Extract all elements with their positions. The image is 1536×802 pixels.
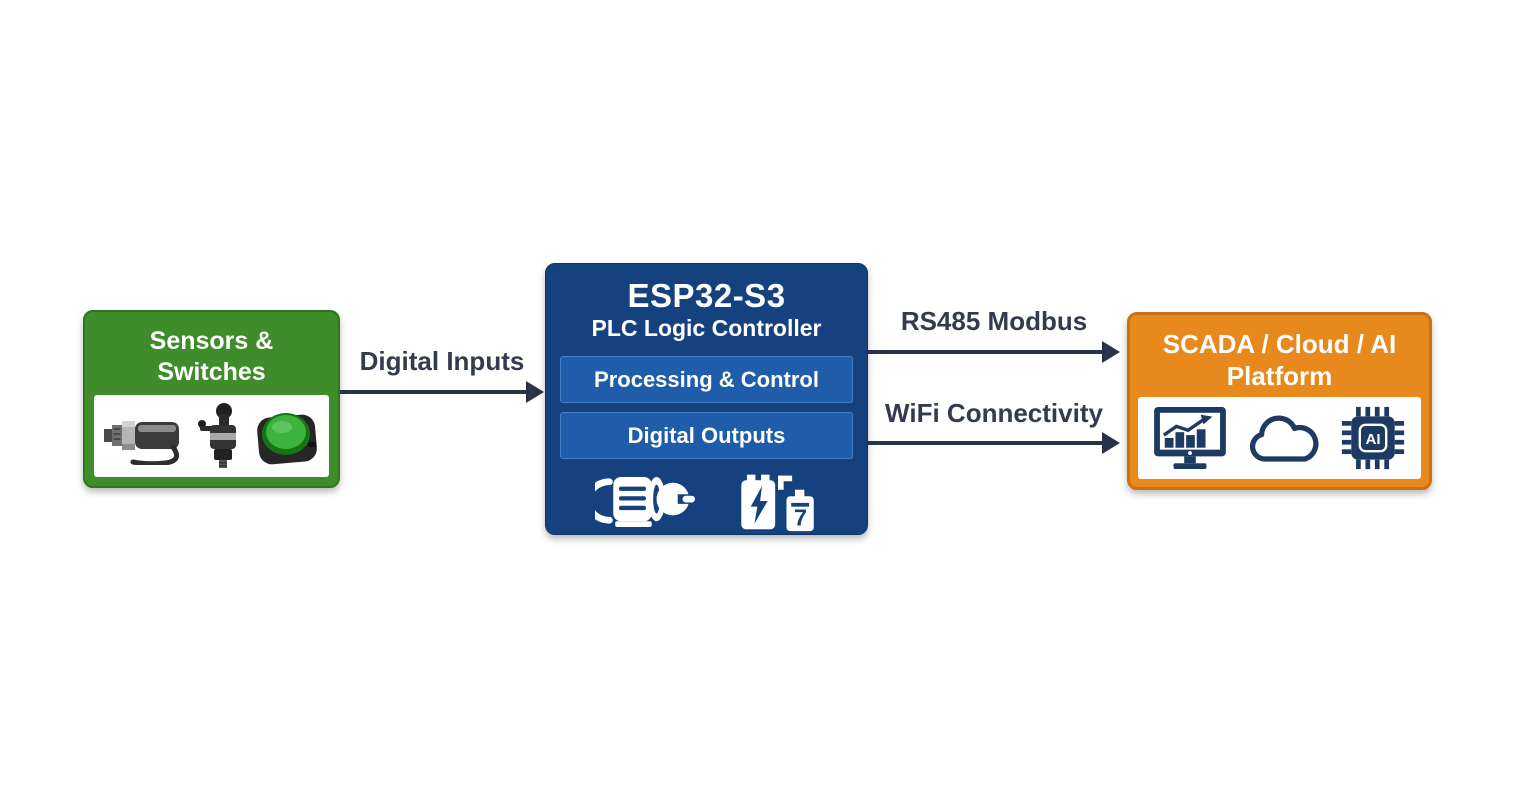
arrow-line [340,390,530,394]
controller-node: ESP32-S3 PLC Logic Controller Processing… [545,263,868,535]
battery-icon: 7 [740,474,814,532]
digital-outputs-block: Digital Outputs [560,412,853,459]
arrow-line [868,350,1106,354]
platform-node-title: SCADA / Cloud / AI Platform [1130,328,1429,392]
arrow-line [868,441,1106,445]
wifi-connectivity-arrow [868,432,1120,454]
sensors-title-line1: Sensors & [149,327,274,355]
digital-inputs-label: Digital Inputs [359,346,525,376]
sensors-icon-panel [94,395,329,477]
ai-chip-icon: AI [1342,406,1405,470]
wifi-connectivity-label: WiFi Connectivity [885,398,1103,428]
motor-icon [594,476,695,527]
battery-digit: 7 [794,504,807,530]
proximity-sensor-icon [104,421,180,465]
platform-icon-panel: AI [1138,397,1421,479]
controller-title: ESP32-S3 [627,277,786,314]
arrow-head-icon [1102,432,1120,454]
arrow-head-icon [526,381,544,403]
rs485-modbus-label: RS485 Modbus [900,306,1088,336]
sensors-node-title: Sensors & Switches [85,326,338,388]
monitor-chart-icon [1153,406,1226,470]
processing-control-block: Processing & Control [560,356,853,403]
controller-subtitle: PLC Logic Controller [591,315,822,341]
rs485-modbus-arrow [868,341,1120,363]
cloud-icon [1249,415,1318,462]
chip-label: AI [1366,431,1381,448]
platform-node: SCADA / Cloud / AI Platform [1127,312,1432,490]
sensors-node: Sensors & Switches [83,310,340,488]
arrow-head-icon [1102,341,1120,363]
controller-icon-row: 7 [546,469,867,533]
platform-title-line1: SCADA / Cloud / AI [1162,329,1397,359]
limit-switch-icon [197,403,236,468]
sensors-title-line2: Switches [157,358,266,386]
push-button-icon [256,413,317,465]
platform-title-line2: Platform [1226,361,1333,391]
digital-inputs-arrow [340,381,544,403]
